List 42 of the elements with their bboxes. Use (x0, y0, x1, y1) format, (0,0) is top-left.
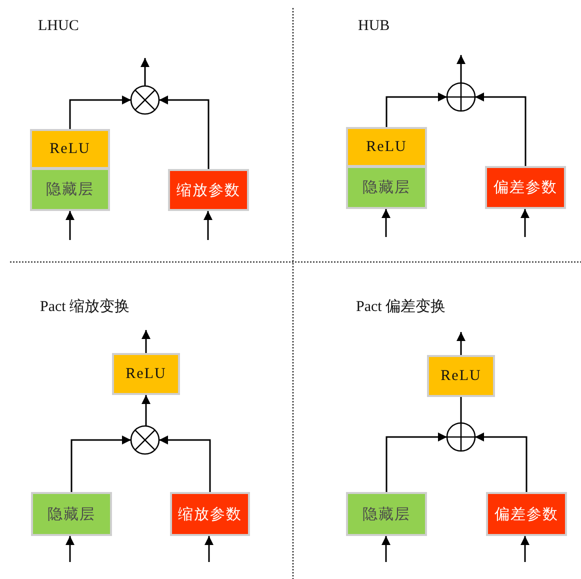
arrow (386, 432, 447, 492)
arrow (520, 536, 530, 562)
hidden-layer-box: 隐藏层 (31, 492, 112, 536)
parameter-box: 缩放参数 (168, 169, 249, 211)
arrow (66, 536, 74, 562)
arrow (382, 209, 390, 237)
arrow (159, 96, 210, 169)
arrow (66, 211, 74, 240)
arrow (386, 92, 447, 127)
activation-box: ReLU (427, 355, 495, 397)
hidden-layer-box: 隐藏层 (30, 168, 110, 211)
arrow (70, 436, 131, 492)
hidden-layer-box: 隐藏层 (346, 492, 427, 536)
add-symbol (446, 82, 476, 112)
arrow (142, 395, 150, 426)
arrow (204, 211, 212, 240)
activation-box: ReLU (112, 353, 180, 395)
arrow (69, 96, 131, 129)
activation-box: ReLU (30, 129, 110, 169)
panel-title: LHUC (38, 18, 79, 35)
arrow (456, 55, 466, 83)
arrow (142, 330, 150, 353)
arrow (475, 432, 528, 492)
parameter-box: 偏差参数 (486, 492, 567, 536)
hidden-layer-box: 隐藏层 (346, 166, 427, 209)
multiply-symbol (130, 85, 160, 115)
arrow (456, 332, 466, 355)
panel-title: Pact 偏差变换 (356, 298, 446, 316)
connector-line (460, 397, 462, 423)
parameter-box: 缩放参数 (170, 492, 250, 536)
multiply-symbol (130, 425, 160, 455)
activation-box: ReLU (346, 127, 427, 167)
add-symbol (446, 422, 476, 452)
arrow (520, 209, 530, 237)
arrow (204, 536, 214, 562)
panel-title: HUB (358, 18, 390, 35)
arrow (382, 536, 390, 562)
arrow (140, 58, 150, 86)
panel-title: Pact 缩放变换 (40, 298, 130, 316)
parameter-box: 偏差参数 (485, 166, 566, 209)
arrow (475, 92, 526, 166)
arrow (159, 436, 211, 492)
